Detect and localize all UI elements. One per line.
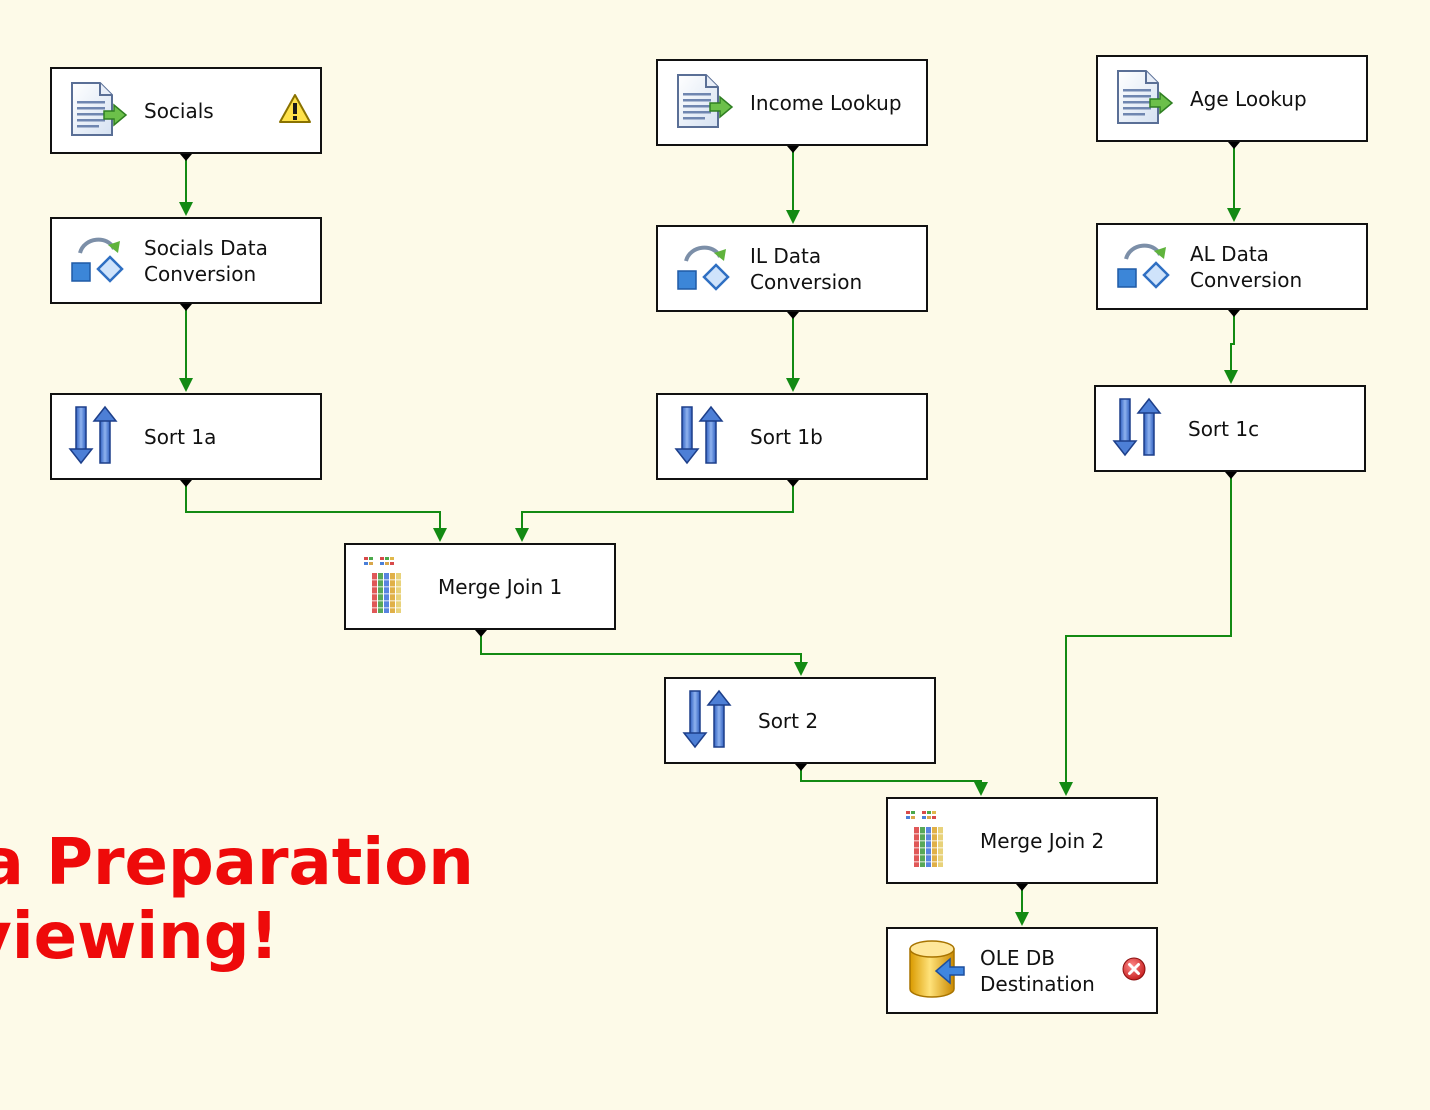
merge-join-icon [902,807,966,875]
flow-path-sort-1c-to-merge-join-2[interactable] [1059,472,1237,796]
output-connector-icon [787,146,799,153]
sort-1a-node[interactable]: Sort 1a [50,393,322,480]
flow-arrowhead [1059,782,1073,796]
flow-arrowhead [433,528,447,542]
flow-arrowhead [1015,912,1029,926]
output-connector-icon [1228,310,1240,317]
flow-arrowhead [794,662,808,676]
node-label: Sort 2 [758,708,819,733]
data-conversion-icon [1112,233,1176,301]
socials-source-node[interactable]: Socials [50,67,322,154]
output-connector-icon [1016,884,1028,891]
node-label: Socials [144,98,214,123]
output-connector-icon [787,480,799,487]
flat-file-source-icon [1112,65,1176,133]
flow-path-line [1065,472,1232,784]
ole-db-destination-node[interactable]: OLE DB Destination [886,927,1158,1014]
flow-arrowhead [1227,208,1241,222]
output-connector-icon [787,312,799,319]
al-data-conversion-node[interactable]: AL Data Conversion [1096,223,1368,310]
flow-path-il-conv-to-sort-1b[interactable] [786,312,800,392]
sort-2-node[interactable]: Sort 2 [664,677,936,764]
overlay-caption-line-1: ta Preparation [0,826,474,900]
merge-join-2-node[interactable]: Merge Join 2 [886,797,1158,884]
flow-path-sort-1b-to-merge-join-1[interactable] [515,480,799,542]
socials-data-conversion-node[interactable]: Socials Data Conversion [50,217,322,304]
age-lookup-source-node[interactable]: Age Lookup [1096,55,1368,142]
node-label: AL Data Conversion [1190,241,1303,292]
flow-arrowhead [1224,370,1238,384]
node-label: Sort 1a [144,424,217,449]
node-label: Merge Join 1 [438,574,563,599]
ole-db-destination-icon [902,937,966,1005]
flow-path-sort-2-to-merge-join-2[interactable] [795,764,988,796]
output-connector-icon [180,154,192,161]
output-connector-icon [180,480,192,487]
data-conversion-icon [66,227,130,295]
output-connector-icon [795,764,807,771]
flow-path-sort-1a-to-merge-join-1[interactable] [180,480,447,542]
node-label: Socials Data Conversion [144,235,268,286]
flow-arrowhead [179,202,193,216]
flow-path-al-conv-to-sort-1c[interactable] [1224,310,1240,384]
flow-path-line [185,480,441,530]
output-connector-icon [1228,142,1240,149]
flow-arrowhead [515,528,529,542]
error-icon[interactable] [1120,955,1148,987]
flat-file-source-icon [672,69,736,137]
flow-arrowhead [786,378,800,392]
merge-join-icon [360,553,424,621]
flow-path-merge-join-1-to-sort-2[interactable] [475,630,808,676]
flow-path-income-lookup-to-il-conv[interactable] [786,146,800,224]
output-connector-icon [1225,472,1237,479]
flow-path-socials-conv-to-sort-1a[interactable] [179,304,193,392]
node-label: OLE DB Destination [980,945,1095,996]
sort-1c-node[interactable]: Sort 1c [1094,385,1366,472]
flow-path-line [521,480,794,530]
il-data-conversion-node[interactable]: IL Data Conversion [656,225,928,312]
overlay-caption-line-2: viewing! [0,900,279,974]
flow-path-line [480,630,802,664]
node-label: Sort 1c [1188,416,1260,441]
flow-path-age-lookup-to-al-conv[interactable] [1227,142,1241,222]
data-conversion-icon [672,235,736,303]
sort-icon [680,687,744,755]
income-lookup-source-node[interactable]: Income Lookup [656,59,928,146]
flow-arrowhead [974,782,988,796]
node-label: Merge Join 2 [980,828,1105,853]
merge-join-1-node[interactable]: Merge Join 1 [344,543,616,630]
sort-1b-node[interactable]: Sort 1b [656,393,928,480]
flow-path-merge-join-2-to-ole-db-dest[interactable] [1015,884,1029,926]
flow-arrowhead [179,378,193,392]
flow-arrowhead [786,210,800,224]
output-connector-icon [475,630,487,637]
flat-file-source-icon [66,77,130,145]
sort-icon [1110,395,1174,463]
sort-icon [66,403,130,471]
node-label: Age Lookup [1190,86,1307,111]
output-connector-icon [180,304,192,311]
flow-path-socials-to-socials-conv[interactable] [179,154,193,216]
flow-path-line [800,764,982,784]
node-label: Sort 1b [750,424,823,449]
node-label: IL Data Conversion [750,243,863,294]
node-label: Income Lookup [750,90,902,115]
flow-path-line [1230,310,1235,372]
sort-icon [672,403,736,471]
warning-icon[interactable] [278,93,312,129]
